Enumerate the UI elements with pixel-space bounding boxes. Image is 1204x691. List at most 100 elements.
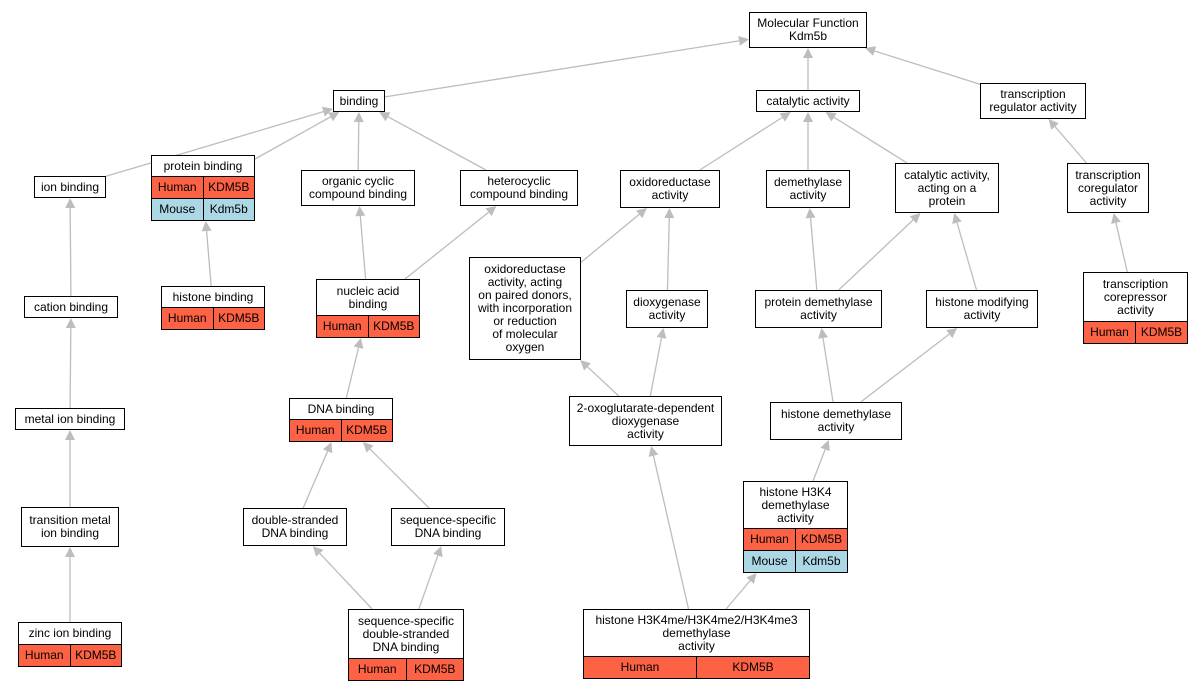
gene-cell: KDM5B [69,645,121,666]
species-cell: Human [290,420,341,441]
node-demethylase-activity[interactable]: demethylase activity [766,170,850,208]
edge-arrowhead [865,46,877,56]
node-heterocyclic-compound-binding[interactable]: heterocyclic compound binding [460,170,578,206]
edge-arrowhead [664,208,675,219]
edge-arrowhead [312,546,324,557]
edge-binding-to-mf [384,40,740,98]
node-label: double-stranded DNA binding [251,513,339,540]
gene-cell: KDM5B [340,420,392,441]
edge-orgcyc-to-binding [357,121,360,171]
node-histone-modifying-activity[interactable]: histone modifying activity [926,290,1038,328]
edge-arrowhead [355,206,366,217]
edge-arrowhead [353,112,364,123]
edge-arrowhead [65,547,75,557]
node-label: Molecular Function Kdm5b [757,16,859,43]
gene-cell: KDM5B [795,529,847,550]
edge-oxoglut-to-dioxy [649,337,663,397]
species-cell: Human [152,177,203,198]
edge-arrowhead [65,198,76,208]
edge-arrowhead [803,112,813,122]
node-label: histone H3K4 demethylase activity [759,484,832,525]
node-dioxygenase-activity[interactable]: dioxygenase activity [626,290,708,328]
edge-arrowhead [485,206,497,217]
node-metal-ion-binding[interactable]: metal ion binding [15,408,125,430]
edge-tcoreg-to-tra [1054,126,1087,164]
node-2-oxoglutarate-dioxygenase-activity[interactable]: 2-oxoglutarate-dependent dioxygenase act… [569,396,722,446]
edge-arrowhead [825,112,837,122]
edge-seqds-to-seqdna [418,555,439,610]
node-catalytic-activity-on-protein[interactable]: catalytic activity, acting on a protein [895,163,999,213]
edge-arrowhead [909,213,921,224]
edge-histmod-to-catprot [956,222,978,291]
species-cell: Mouse [152,199,203,220]
node-histone-demethylase-activity[interactable]: histone demethylase activity [770,402,902,440]
edge-metalion-to-cation [69,327,72,409]
node-label: protein demethylase activity [764,295,873,322]
edge-arrowhead [952,213,962,224]
node-sequence-specific-ds-dna-binding[interactable]: sequence-specific double-stranded DNA bi… [348,609,464,681]
node-label: histone demethylase activity [780,407,892,434]
node-transcription-coregulator-activity[interactable]: transcription coregulator activity [1067,163,1149,213]
node-label: 2-oxoglutarate-dependent dioxygenase act… [576,400,715,441]
node-sequence-specific-dna-binding[interactable]: sequence-specific DNA binding [391,508,505,546]
node-double-stranded-dna-binding[interactable]: double-stranded DNA binding [243,508,347,546]
edge-dnabind-to-nucacid [345,347,360,399]
node-catalytic-activity[interactable]: catalytic activity [756,90,860,112]
node-molecular-function[interactable]: Molecular Function Kdm5b [749,12,867,48]
node-label: organic cyclic compound binding [308,174,408,201]
edge-protdemeth-to-catprot [838,219,914,291]
edge-arrowhead [363,442,374,453]
node-protein-demethylase-activity[interactable]: protein demethylase activity [755,290,882,328]
node-label: histone modifying activity [935,295,1029,322]
node-label: binding [339,93,379,108]
node-label: ion binding [40,179,100,194]
node-cation-binding[interactable]: cation binding [24,296,118,318]
node-organic-cyclic-compound-binding[interactable]: organic cyclic compound binding [301,170,415,206]
node-transition-metal-ion-binding[interactable]: transition metal ion binding [21,507,119,547]
edge-oxoglut-to-oxpaired [587,366,620,397]
edge-arrowhead [353,338,364,349]
edge-histdemeth-to-protdemeth [822,337,834,403]
node-label: demethylase activity [773,175,843,202]
edge-arrowhead [818,328,828,339]
node-transcription-regulator-activity[interactable]: transcription regulator activity [980,83,1086,119]
node-oxidoreductase-activity[interactable]: oxidoreductase activity [620,170,720,208]
edge-arrowhead [65,318,76,328]
edge-h3k4-to-histdemeth [812,449,826,482]
edge-seqds-to-dsdna [319,552,373,610]
node-histone-h3k4me-demethylase-activity[interactable]: histone H3K4me/H3K4me2/H3K4me3 demethyla… [583,609,810,679]
node-label: zinc ion binding [28,626,112,640]
node-label: transcription corepressor activity [1102,276,1169,317]
edge-arrowhead [580,360,591,371]
gene-cell: KDM5B [367,316,419,337]
edge-seqdna-to-dnabind [369,448,430,509]
species-cell: Human [744,529,795,550]
edge-h3k4me-to-h3k4 [725,580,751,610]
node-label: sequence-specific double-stranded DNA bi… [357,613,455,654]
gene-cell: Kdm5b [202,199,254,220]
node-label: DNA binding [307,401,375,416]
edge-arrowhead [65,430,75,440]
node-label: protein binding [163,158,243,173]
edge-arrowhead [805,208,816,219]
edge-arrowhead [322,106,333,117]
node-binding[interactable]: binding [333,90,385,112]
species-cell: Human [19,645,70,666]
node-oxidoreductase-paired-donors[interactable]: oxidoreductase activity, acting on paire… [469,257,581,360]
node-ion-binding[interactable]: ion binding [34,176,106,198]
gene-cell: KDM5B [696,657,809,678]
node-label: sequence-specific DNA binding [399,513,497,540]
edge-protbind-to-binding [254,116,331,160]
